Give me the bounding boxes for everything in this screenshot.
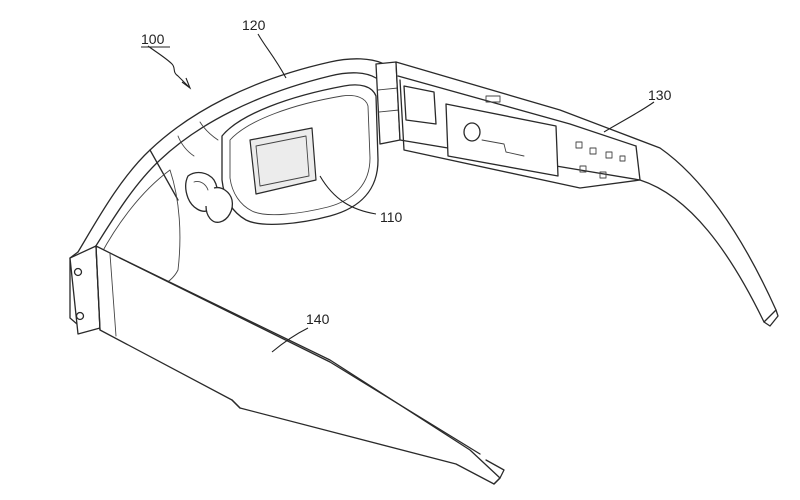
leader-lines xyxy=(147,33,655,353)
label-140: 140 xyxy=(306,311,330,327)
leader-110 xyxy=(319,175,377,215)
label-110: 110 xyxy=(380,209,403,225)
label-130: 130 xyxy=(648,87,672,103)
nose-pads xyxy=(185,171,234,223)
reference-labels: 100 120 110 130 140 xyxy=(141,17,672,327)
right-lens xyxy=(221,84,379,226)
hinge-right xyxy=(375,61,401,145)
temple-left xyxy=(95,245,505,485)
leader-100 xyxy=(147,45,191,89)
leader-130 xyxy=(603,101,655,133)
leader-120 xyxy=(257,33,287,79)
label-120: 120 xyxy=(242,17,266,33)
hinge-left xyxy=(69,245,101,335)
label-100: 100 xyxy=(141,31,165,47)
temple-right xyxy=(395,61,779,327)
leader-140 xyxy=(271,327,309,353)
front-frame xyxy=(69,58,385,331)
